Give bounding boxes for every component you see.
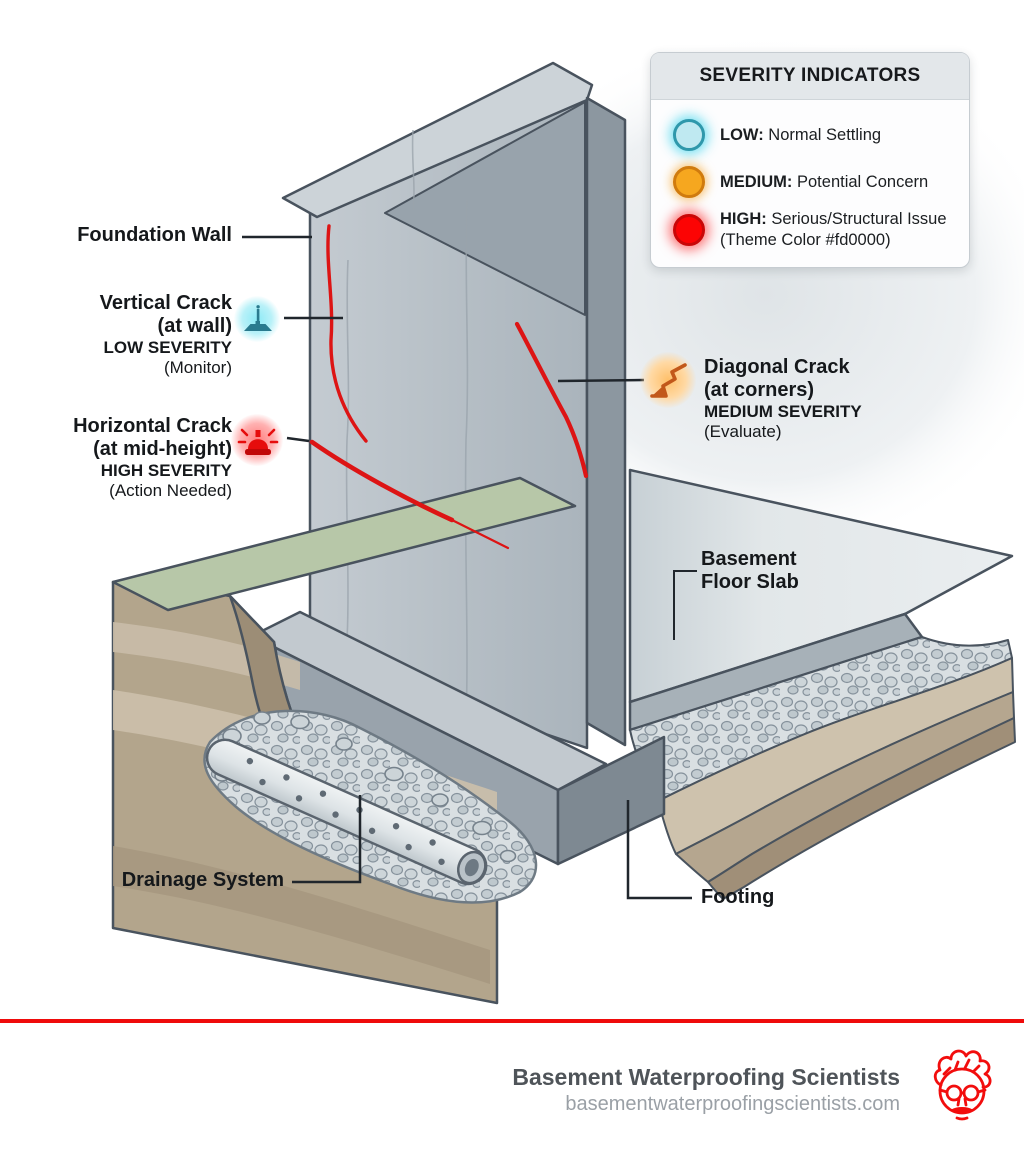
vertical-crack-location: (at wall) [157,315,232,338]
callout-basement-floor-slab: Basement Floor Slab [701,548,799,594]
legend-high-text: HIGH: Serious/Structural Issue (Theme Co… [720,209,947,250]
connector-horizontal-crack [286,436,310,443]
legend-row-medium: MEDIUM: Potential Concern [673,166,928,198]
footing-label: Footing [701,886,775,908]
horizontal-crack-line [309,439,455,523]
wall-cracks [309,224,589,550]
callout-horizontal-crack: Horizontal Crack (at mid-height) HIGH SE… [73,415,232,501]
medium-severity-halo [640,352,696,408]
vertical-crack-action: (Monitor) [163,358,232,378]
foundation-wall-shape [281,61,627,750]
vertical-crack-title: Vertical Crack [99,292,232,314]
legend-high-level: HIGH: [720,210,767,228]
wall-right-strip [585,96,627,747]
grass-top [111,476,577,612]
medium-severity-dot [673,166,705,198]
low-severity-dot [673,119,705,151]
foundation-wall-label: Foundation Wall [77,224,232,246]
legend-medium-level: MEDIUM: [720,172,793,191]
basement-floor-slab-shape [628,468,1016,900]
drain-pipe [205,738,488,886]
legend-medium-desc: Potential Concern [797,172,929,191]
footer-brand-name: Basement Waterproofing Scientists [512,1064,900,1090]
callout-footing: Footing [701,886,774,909]
footing-right-block [556,735,666,866]
horizontal-crack-title: Horizontal Crack [73,415,232,437]
diagonal-crack-title: Diagonal Crack [704,356,850,378]
diagonal-crack-action: (Evaluate) [704,422,782,442]
callout-connectors [242,235,697,900]
red-divider-line [0,1019,1024,1023]
soil-stripe-2 [113,846,490,984]
callout-foundation-wall: Foundation Wall [77,224,232,247]
connector-floor-slab [673,570,697,640]
survey-marker-icon [244,305,272,331]
legend-row-high: HIGH: Serious/Structural Issue (Theme Co… [673,209,947,250]
connector-diagonal-crack [557,378,645,383]
legend-medium-text: MEDIUM: Potential Concern [720,172,928,193]
vertical-crack-severity: LOW SEVERITY [103,338,232,358]
scientist-logo-icon [933,1049,992,1121]
drainage-system-label: Drainage System [121,869,284,891]
horizontal-crack-location: (at mid-height) [93,438,232,461]
callout-diagonal-crack: Diagonal Crack (at corners) MEDIUM SEVER… [704,356,862,442]
legend-low-level: LOW: [720,125,764,144]
wall-inner-corner-shadow [384,101,586,316]
horizontal-crack-action: (Action Needed) [109,481,232,501]
connector-footing [626,800,692,900]
diagonal-crack-line [514,321,589,479]
floor-slab-line2: Floor Slab [701,571,799,594]
legend-high-desc2: (Theme Color #fd0000) [720,230,891,249]
floor-slab-line1: Basement [701,548,797,570]
legend-row-low: LOW: Normal Settling [673,119,881,151]
vertical-crack-line [326,224,368,443]
connector-drainage [292,795,362,884]
foundation-diagram-illustration [111,30,1024,1005]
legend-low-text: LOW: Normal Settling [720,125,881,146]
diagonal-crack-location: (at corners) [704,379,815,402]
horizontal-crack-tip [450,518,510,550]
footer-website: basementwaterproofingscientists.com [565,1093,900,1115]
callout-vertical-crack: Vertical Crack (at wall) LOW SEVERITY (M… [100,292,232,378]
crack-zigzag-icon [650,363,687,398]
wall-joint-lines [345,129,469,721]
wall-top-band [281,61,594,219]
diagonal-crack-severity: MEDIUM SEVERITY [704,402,862,422]
soil-layer-dark [707,717,1016,900]
legend-low-desc: Normal Settling [768,125,882,144]
legend-title: SEVERITY INDICATORS [651,53,969,100]
severity-legend-panel: SEVERITY INDICATORS LOW: Normal Settling… [650,52,970,268]
high-severity-dot [673,213,705,246]
legend-high-desc: Serious/Structural Issue [771,210,947,228]
callout-drainage-system: Drainage System [122,869,284,892]
horizontal-crack-severity: HIGH SEVERITY [100,461,232,481]
siren-icon [237,428,279,455]
